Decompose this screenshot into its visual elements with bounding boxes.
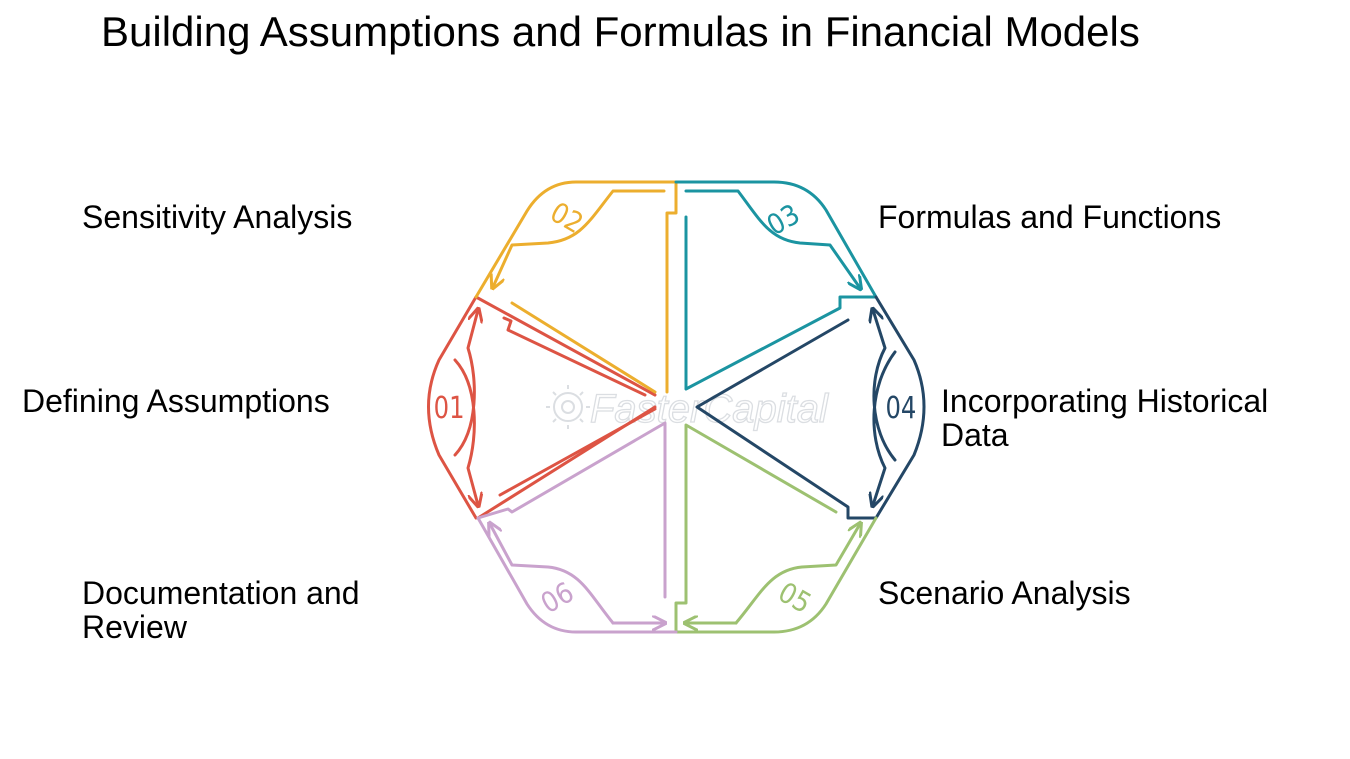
step-01-segment — [427, 295, 657, 520]
step-03-label: Formulas and Functions — [878, 199, 1222, 235]
step-05-label: Scenario Analysis — [878, 575, 1131, 611]
step-06-segment — [476, 421, 678, 634]
step-03-number: 03 — [761, 197, 805, 242]
step-02-segment — [474, 180, 678, 394]
step-02-label: Sensitivity Analysis — [82, 199, 353, 235]
step-06-label: Documentation and Review — [82, 575, 360, 645]
step-04-number: 04 — [885, 391, 916, 426]
step-02-number: 02 — [545, 195, 589, 240]
step-03-segment — [674, 180, 878, 391]
watermark-logo: FasterCapital — [546, 385, 830, 432]
step-01-number: 01 — [434, 391, 465, 426]
step-06-number: 06 — [535, 575, 579, 620]
step-04-segment — [695, 295, 926, 520]
step-05-segment — [674, 423, 878, 634]
gear-icon — [546, 385, 590, 429]
step-04-label: Incorporating Historical Data — [941, 383, 1269, 453]
step-01-label: Defining Assumptions — [22, 383, 330, 419]
step-05-number: 05 — [773, 575, 817, 620]
page-title: Building Assumptions and Formulas in Fin… — [101, 8, 1140, 55]
